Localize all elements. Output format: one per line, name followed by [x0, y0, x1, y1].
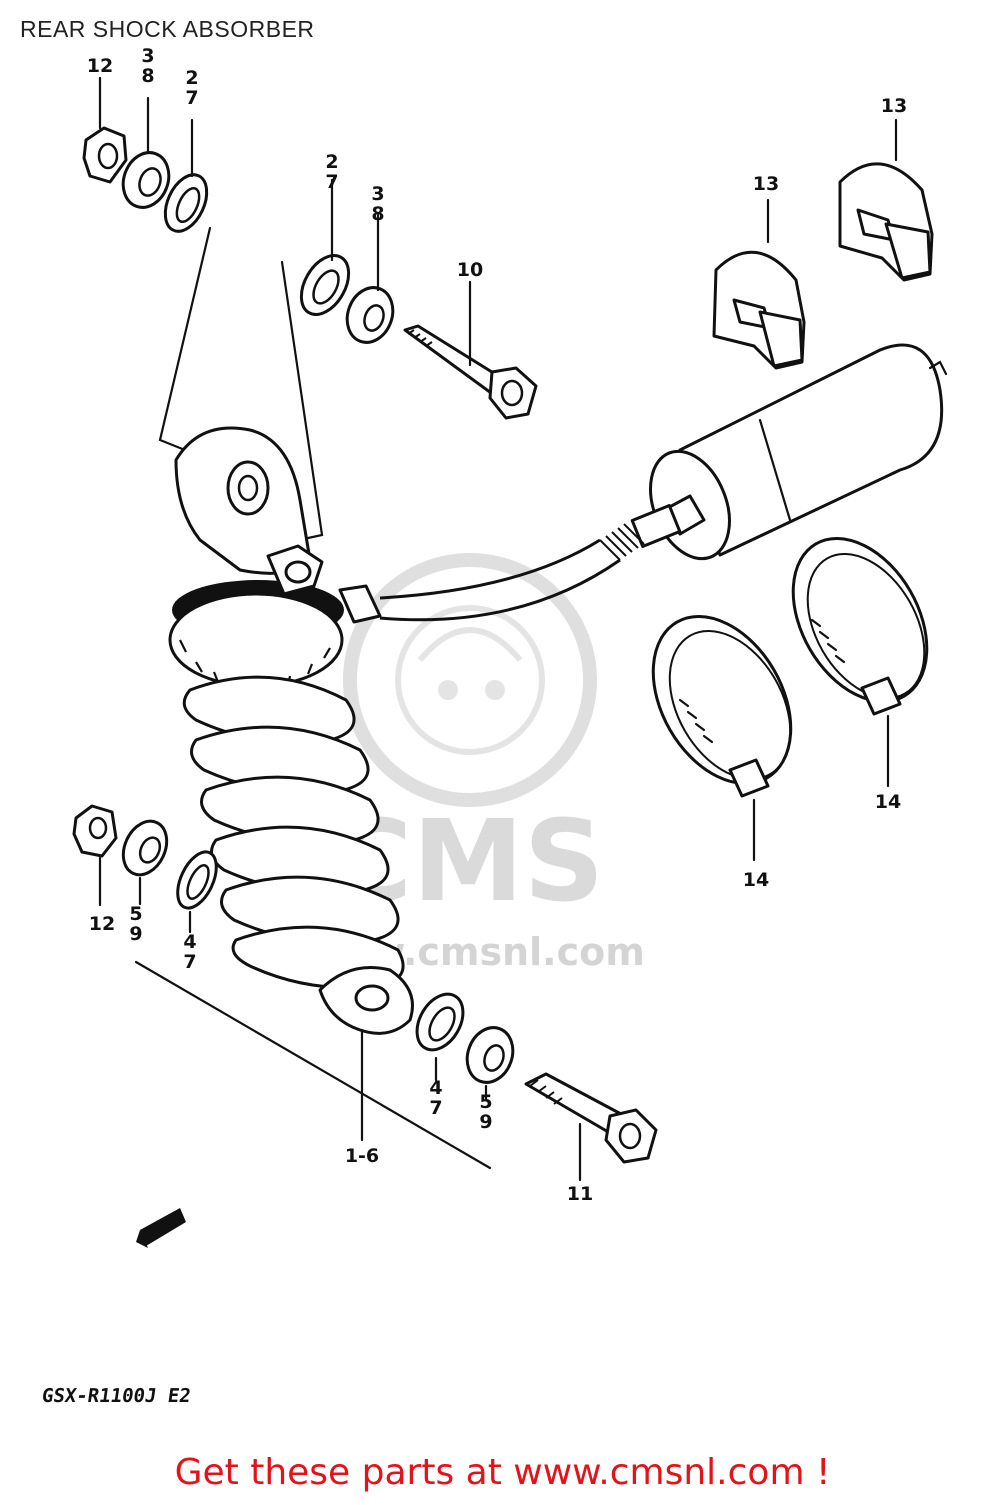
mid-washer-2-7[interactable]	[292, 247, 359, 322]
bottom-bolt-11[interactable]	[524, 1072, 658, 1164]
top-bolt-10[interactable]	[403, 324, 538, 420]
shock-reservoir[interactable]	[630, 343, 948, 570]
top-nut-12[interactable]	[82, 126, 128, 184]
ref-label-washer-bot-a: 5	[129, 903, 142, 925]
page-title: REAR SHOCK ABSORBER	[20, 16, 315, 42]
ref-label-washer-top-b: 7	[185, 87, 198, 109]
bottom-nut-12[interactable]	[72, 804, 118, 858]
front-direction-arrow-icon	[136, 1208, 186, 1248]
ref-label-shock-assembly: 1-6	[345, 1145, 379, 1167]
ref-label-band-b: 14	[875, 791, 901, 813]
ref-label-washer-bot-b: 4	[183, 931, 196, 953]
ref-label-bolt-top: 10	[457, 259, 483, 281]
ref-label-holder-b: 13	[881, 95, 907, 117]
bottom-washer-4-7[interactable]	[170, 846, 224, 914]
ref-label-nut-top: 12	[87, 55, 113, 77]
ref-label-nut-bottom: 12	[89, 913, 115, 935]
shock-absorber-assembly[interactable]	[168, 426, 414, 1035]
reservoir-holder-13-a[interactable]	[712, 250, 806, 370]
ref-label-washer-bot-c: 4	[429, 1077, 442, 1099]
ref-label-washer-bot-c: 7	[429, 1097, 442, 1119]
bottom-washer-5-9-right[interactable]	[460, 1021, 520, 1089]
reservoir-hose[interactable]	[338, 523, 645, 624]
ref-label-washer-top-a: 8	[141, 65, 154, 87]
hose-band-14-b[interactable]	[766, 515, 954, 725]
model-code: GSX-R1100J E2	[40, 1385, 193, 1407]
reservoir-holder-13-b[interactable]	[838, 162, 934, 282]
top-washer-3-8[interactable]	[116, 146, 176, 214]
ref-label-washer-bot-b: 7	[183, 951, 196, 973]
ref-label-washer-bot-a: 9	[129, 923, 142, 945]
ref-label-holder-a: 13	[753, 173, 779, 195]
ref-label-washer-top-b: 2	[185, 67, 198, 89]
hose-band-14-a[interactable]	[625, 592, 819, 808]
ref-label-washer-mid-b: 8	[371, 203, 384, 225]
ref-label-washer-mid-a: 2	[325, 151, 338, 173]
ref-label-washer-mid-a: 7	[325, 171, 338, 193]
bottom-washer-4-7-right[interactable]	[408, 986, 473, 1058]
ref-label-washer-bot-d: 9	[479, 1111, 492, 1133]
ref-label-washer-top-a: 3	[141, 45, 154, 67]
top-washer-2-7[interactable]	[157, 168, 215, 238]
bottom-washer-5-9[interactable]	[115, 814, 175, 882]
ref-label-washer-bot-d: 5	[479, 1091, 492, 1113]
ref-label-bolt-bottom: 11	[567, 1183, 593, 1205]
ref-label-band-a: 14	[743, 869, 769, 891]
parts-shop-link[interactable]: Get these parts at www.cmsnl.com !	[174, 1452, 831, 1493]
ref-label-washer-mid-b: 3	[371, 183, 384, 205]
mid-washer-3-8[interactable]	[340, 281, 400, 349]
